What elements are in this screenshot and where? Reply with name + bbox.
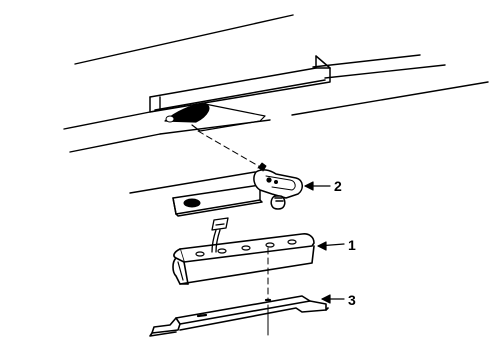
lamp-bulb-holes [195,239,297,257]
part-1-stop-lamp [172,217,315,285]
assembly-leader-lines [197,130,269,301]
part-2-bulb-holder [172,162,303,217]
callout-3-label: 3 [348,292,356,308]
callout-2-label: 2 [334,178,342,194]
lamp-wiring-connector [211,217,229,253]
roof-mount-recess [164,103,266,132]
vehicle-body-outline [63,14,489,194]
callout-arrows [304,181,345,304]
mounting-bracket [149,55,331,113]
callout-1-label: 1 [348,237,356,253]
part-3-lamp-base [149,295,329,337]
